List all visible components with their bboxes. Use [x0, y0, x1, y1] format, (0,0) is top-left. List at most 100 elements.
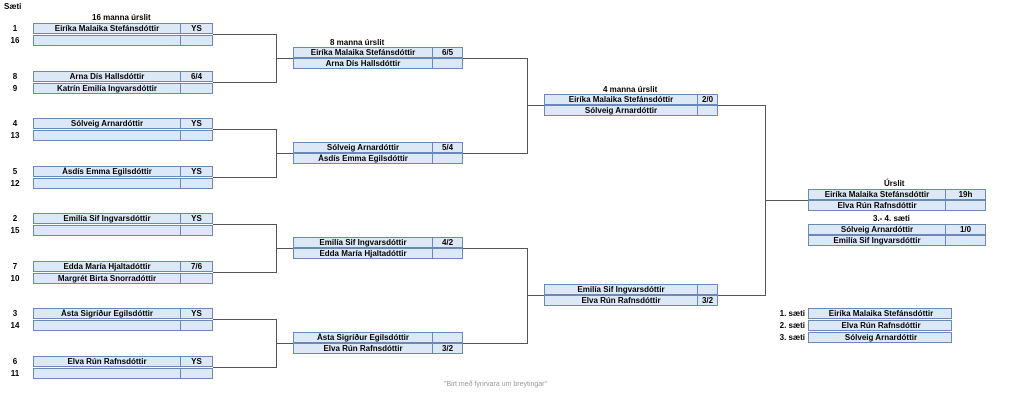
player-slot: Elva Rún Rafnsdóttir	[808, 320, 952, 331]
player-name	[34, 226, 180, 235]
seed-number: 4	[12, 119, 18, 128]
player-slot: Emilía Sif Ingvarsdóttir	[808, 235, 986, 246]
player-name: Sólveig Arnardóttir	[70, 119, 144, 128]
match-score: 1/0	[945, 225, 985, 234]
seed-number: 6	[12, 357, 18, 366]
player-name: Eiríka Malaika Stefánsdóttir	[54, 24, 160, 33]
player-name: Eiríka Malaika Stefánsdóttir	[310, 48, 416, 57]
player-slot: Sólveig Arnardóttir 1/0	[808, 224, 986, 235]
player-name	[34, 131, 180, 140]
match-score	[180, 84, 212, 93]
player-slot: Katrín Emilía Ingvarsdóttir	[33, 83, 213, 94]
connector-line	[213, 319, 276, 320]
seed-number: 11	[10, 369, 20, 378]
match-score: 3/2	[697, 296, 717, 305]
seed-number: 8	[12, 72, 18, 81]
match-score	[180, 131, 212, 140]
connector-line	[463, 58, 527, 59]
match-score	[432, 59, 462, 68]
connector-line	[527, 105, 544, 106]
player-name: Emilía Sif Ingvarsdóttir	[63, 214, 151, 223]
connector-line	[718, 295, 765, 296]
footnote: "Birt með fyrirvara um breytingar"	[444, 381, 547, 388]
player-name: Sólveig Arnardóttir	[584, 106, 658, 115]
match-score: 3/2	[432, 344, 462, 353]
player-slot: Sólveig Arnardóttir	[808, 332, 952, 343]
placement-label: 1. sæti	[779, 309, 805, 318]
player-slot: Arna Dís Hallsdóttir	[293, 58, 463, 69]
connector-line	[463, 343, 527, 344]
player-slot	[33, 130, 213, 141]
player-slot: Sólveig Arnardóttir	[544, 105, 718, 116]
player-slot	[33, 320, 213, 331]
round-title-third: 3.- 4. sæti	[873, 214, 910, 223]
match-score: YS	[180, 214, 212, 223]
connector-line	[765, 200, 808, 201]
match-score	[180, 321, 212, 330]
player-slot: Eiríka Malaika Stefánsdóttir YS	[33, 23, 213, 34]
connector-line	[276, 58, 293, 59]
seed-number: 10	[10, 274, 20, 283]
match-score	[432, 249, 462, 258]
player-slot: Emilía Sif Ingvarsdóttir	[544, 284, 718, 295]
connector-line	[276, 248, 293, 249]
player-slot: Elva Rún Rafnsdóttir 3/2	[544, 295, 718, 306]
player-name: Emilía Sif Ingvarsdóttir	[319, 238, 407, 247]
player-slot	[33, 225, 213, 236]
player-slot: Elva Rún Rafnsdóttir	[808, 200, 986, 211]
player-name: Ásdís Emma Egilsdóttir	[62, 167, 152, 176]
match-score	[432, 154, 462, 163]
player-name: Arna Dís Hallsdóttir	[325, 59, 401, 68]
player-name	[34, 321, 180, 330]
player-name: Eiríka Malaika Stefánsdóttir	[568, 95, 674, 104]
connector-line	[213, 34, 276, 35]
match-score	[180, 226, 212, 235]
match-score: 6/4	[180, 72, 212, 81]
seed-number: 3	[12, 309, 18, 318]
connector-line	[213, 367, 276, 368]
connector-line	[463, 153, 527, 154]
player-slot: Ásdís Emma Egilsdóttir	[293, 153, 463, 164]
match-score: YS	[180, 309, 212, 318]
player-slot: Emilía Sif Ingvarsdóttir YS	[33, 213, 213, 224]
connector-line	[718, 105, 765, 106]
player-slot: Ásdís Emma Egilsdóttir YS	[33, 166, 213, 177]
seed-number: 5	[12, 167, 18, 176]
player-slot: Sólveig Arnardóttir 5/4	[293, 142, 463, 153]
player-name: Elva Rún Rafnsdóttir	[67, 357, 147, 366]
match-score	[180, 369, 212, 378]
match-score	[432, 333, 462, 342]
match-score: 5/4	[432, 143, 462, 152]
connector-line	[463, 248, 527, 249]
match-score	[180, 179, 212, 188]
player-name: Sólveig Arnardóttir	[840, 225, 914, 234]
connector-line	[527, 248, 528, 344]
player-slot: Ásta Sigríður Egilsdóttir YS	[33, 308, 213, 319]
connector-line	[213, 272, 276, 273]
player-name: Elva Rún Rafnsdóttir	[581, 296, 661, 305]
match-score: YS	[180, 167, 212, 176]
player-name: Emilía Sif Ingvarsdóttir	[833, 236, 921, 245]
player-name: Eiríka Malaika Stefánsdóttir	[824, 190, 930, 199]
placement-name: Elva Rún Rafnsdóttir	[841, 321, 921, 330]
placement-label: 3. sæti	[779, 333, 805, 342]
match-score: YS	[180, 24, 212, 33]
player-slot: Eiríka Malaika Stefánsdóttir	[808, 308, 952, 319]
player-name: Katrín Emilía Ingvarsdóttir	[56, 84, 158, 93]
seed-number: 14	[10, 321, 20, 330]
match-score	[697, 106, 717, 115]
connector-line	[213, 177, 276, 178]
player-name: Ásta Sigríður Egilsdóttir	[60, 309, 153, 318]
seed-number: 16	[10, 36, 20, 45]
round-title-r16: 16 manna úrslit	[92, 13, 151, 22]
placement-label: 2. sæti	[779, 321, 805, 330]
player-name	[34, 36, 180, 45]
player-name: Elva Rún Rafnsdóttir	[837, 201, 917, 210]
player-name: Sólveig Arnardóttir	[326, 143, 400, 152]
player-name: Ásdís Emma Egilsdóttir	[318, 154, 408, 163]
